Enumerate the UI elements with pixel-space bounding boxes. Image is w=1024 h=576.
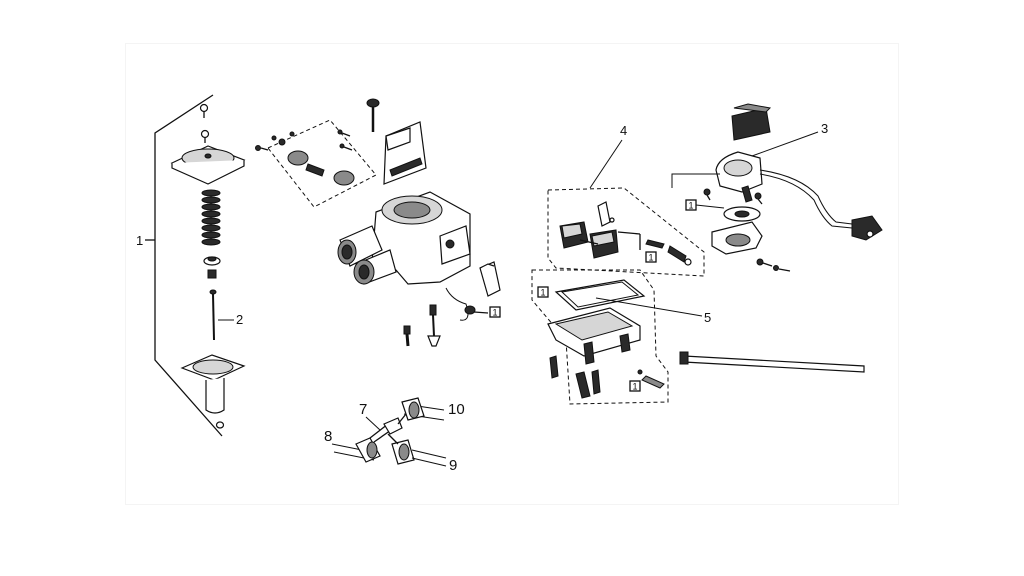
throttle-slide-part bbox=[180, 354, 246, 429]
float-needle-part bbox=[597, 201, 615, 227]
intake-tube-part bbox=[337, 225, 397, 285]
callout-7-label: 7 bbox=[359, 401, 367, 418]
svg-text:1: 1 bbox=[649, 253, 654, 263]
main-jet-part bbox=[427, 304, 441, 347]
throttle-bracket-part bbox=[383, 121, 427, 185]
callout-9-label: 9 bbox=[449, 457, 457, 474]
drawing-sheet bbox=[126, 44, 898, 504]
callout-7-leader bbox=[365, 416, 381, 431]
callout-4-leader bbox=[589, 139, 623, 189]
diaphragm-cap-part bbox=[170, 145, 246, 185]
needle-retainer-part bbox=[203, 256, 221, 279]
idle-screw-part bbox=[403, 325, 411, 347]
svg-text:1: 1 bbox=[633, 382, 638, 392]
top-screw-part bbox=[366, 98, 380, 132]
bowl-gasket-part bbox=[554, 279, 646, 311]
boxed-mark-1: 1 bbox=[489, 306, 501, 318]
carburetor-body-part bbox=[255, 98, 501, 347]
group-1-bracket bbox=[145, 94, 223, 437]
callout-8-label: 8 bbox=[324, 428, 332, 445]
callout-3-label: 3 bbox=[821, 121, 828, 136]
hose-connector-assembly bbox=[331, 397, 447, 467]
boxed-mark-2: 1 bbox=[685, 199, 725, 211]
svg-text:1: 1 bbox=[493, 308, 498, 318]
jet-needle-part bbox=[209, 289, 217, 341]
float-bowl-assembly bbox=[531, 269, 669, 405]
boxed-mark-3: 1 bbox=[645, 251, 657, 263]
svg-text:1: 1 bbox=[541, 288, 546, 298]
callout-5-leader bbox=[595, 297, 703, 317]
auto-choke-assembly bbox=[671, 103, 883, 272]
elbow-fitting-part bbox=[479, 261, 501, 297]
callout-5-label: 5 bbox=[704, 310, 711, 325]
spring-part bbox=[201, 189, 221, 246]
pilot-screw-part bbox=[255, 129, 355, 186]
svg-text:1: 1 bbox=[689, 201, 694, 211]
float-needle-assembly bbox=[547, 187, 705, 277]
float-bowl-part bbox=[547, 307, 641, 365]
callout-10-label: 10 bbox=[448, 401, 465, 418]
boxed-mark-4: 1 bbox=[537, 286, 549, 298]
bowl-screws-part bbox=[575, 369, 665, 399]
callout-3-leader bbox=[751, 131, 819, 157]
screw-part bbox=[199, 103, 210, 143]
boxed-mark-5: 1 bbox=[629, 380, 641, 392]
callout-4-label: 4 bbox=[620, 123, 627, 138]
callout-1-label: 1 bbox=[136, 233, 143, 248]
drain-screw-part bbox=[445, 287, 489, 321]
float-pin-part bbox=[617, 231, 692, 266]
vent-hose-part bbox=[679, 351, 865, 373]
drain-plug-part bbox=[549, 355, 559, 379]
vacuum-piston-assembly bbox=[170, 103, 246, 429]
float-part bbox=[559, 221, 619, 259]
callout-2-label: 2 bbox=[236, 312, 243, 327]
